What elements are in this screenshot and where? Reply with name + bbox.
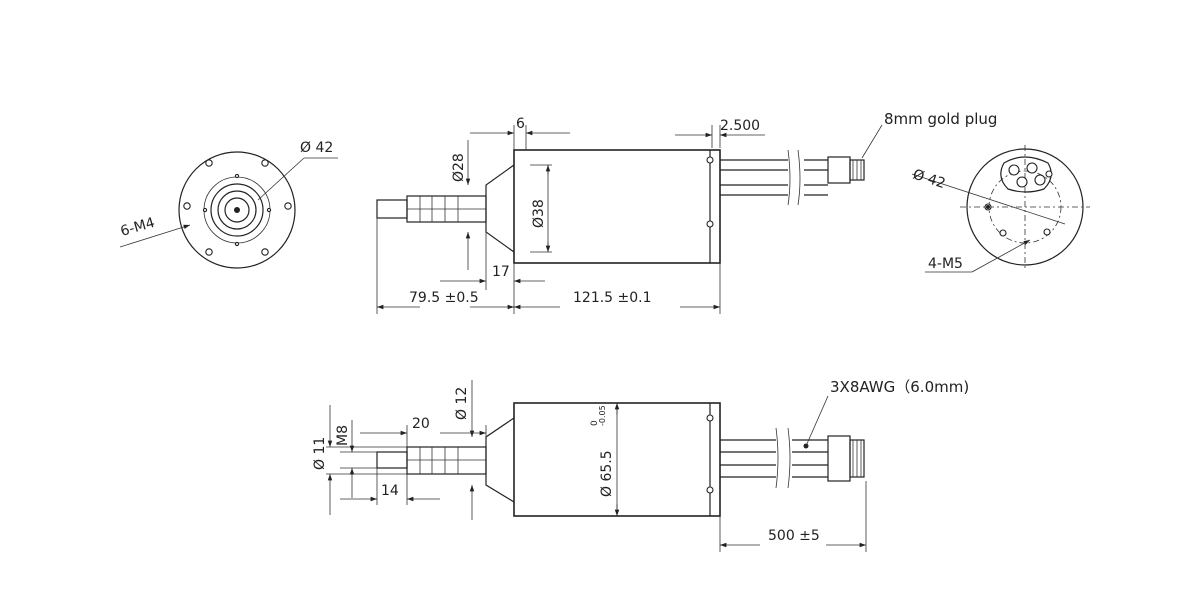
body-screw: [706, 486, 714, 494]
rear-diameter-label: Ø 42: [911, 167, 948, 193]
front-hole: [284, 202, 292, 210]
front-holes-label: 6-M4: [119, 215, 157, 240]
rear-view: Ø 42 4-M5: [911, 145, 1090, 273]
rear-holes-leader: [971, 239, 1031, 273]
dim-11-label: Ø 11: [312, 437, 328, 470]
rear-pin: [1026, 162, 1038, 174]
rear-pin: [1008, 164, 1020, 176]
dim-17-label: 17: [492, 264, 510, 280]
nose-cone: [485, 164, 515, 253]
wire-connector: [827, 435, 851, 482]
front-shaft-outer: [217, 190, 257, 230]
body-screw: [706, 414, 714, 422]
body-screw: [706, 220, 714, 228]
shaft-tip-bottom: [376, 451, 408, 469]
dim-6-label: 6: [516, 116, 525, 132]
front-dia-leader: [257, 157, 305, 201]
front-bearing-ring: [210, 183, 264, 237]
dim-38-label: Ø38: [531, 199, 547, 228]
wire-break: [787, 149, 801, 206]
side-view-bottom: 3X8AWG（6.0mm) Ø 12 Ø 65.5 0 -0.05 Ø 11 M…: [312, 378, 969, 552]
side-view-top: 8mm gold plug 6 2.500 Ø28 Ø38 17: [376, 110, 997, 314]
dim-65-tol-upper: 0: [590, 420, 600, 426]
rear-hole: [1043, 228, 1051, 236]
wire-leader: [805, 395, 829, 447]
front-shaft-center: [234, 207, 240, 213]
nose-cone-bottom: [485, 417, 515, 503]
front-inner-mark: [234, 173, 240, 179]
dim-14-label: 14: [381, 483, 399, 499]
front-hole: [205, 159, 213, 167]
rear-hole: [1045, 170, 1053, 178]
dim-79-label: 79.5 ±0.5: [409, 290, 479, 306]
front-inner-mark: [202, 207, 208, 213]
wire-label: 3X8AWG（6.0mm): [830, 378, 969, 396]
rear-holes-label: 4-M5: [928, 256, 963, 272]
dim-65-label: Ø 65.5: [599, 450, 615, 497]
rear-pin: [1034, 174, 1046, 186]
dim-m8-label: M8: [335, 425, 351, 446]
shaft-tip: [376, 199, 408, 219]
rear-dia-leader: [911, 173, 1066, 225]
dim-12-label: Ø 12: [454, 387, 470, 420]
front-hole: [205, 248, 213, 256]
dim-20-label: 20: [412, 416, 430, 432]
front-hole: [261, 159, 269, 167]
dim-121-label: 121.5 ±0.1: [573, 290, 652, 306]
front-inner-mark: [266, 207, 272, 213]
gold-plug: [827, 156, 851, 184]
rear-hole-center: [986, 205, 990, 209]
body-screw: [706, 156, 714, 164]
rear-pin: [1016, 176, 1028, 188]
plug-leader: [861, 124, 883, 159]
rear-hole: [999, 229, 1007, 237]
dim-28-label: Ø28: [451, 153, 467, 182]
front-inner-mark: [234, 241, 240, 247]
front-view: Ø 42 6-M4: [119, 140, 338, 269]
dim-65-tol-lower: -0.05: [598, 405, 607, 426]
front-shaft-inner: [224, 197, 250, 223]
dim-2500-label: 2.500: [720, 118, 760, 134]
front-hole: [183, 202, 191, 210]
front-hole: [261, 248, 269, 256]
shaft-bottom: [406, 446, 487, 475]
front-diameter-label: Ø 42: [300, 140, 333, 156]
wire-break: [775, 427, 791, 489]
motor-body: [513, 149, 721, 264]
front-holes-leader: [119, 224, 191, 248]
plug-label: 8mm gold plug: [884, 110, 997, 128]
dim-500-label: 500 ±5: [768, 528, 820, 544]
rear-connector: [1000, 156, 1052, 193]
front-outer-circle: [178, 151, 296, 269]
